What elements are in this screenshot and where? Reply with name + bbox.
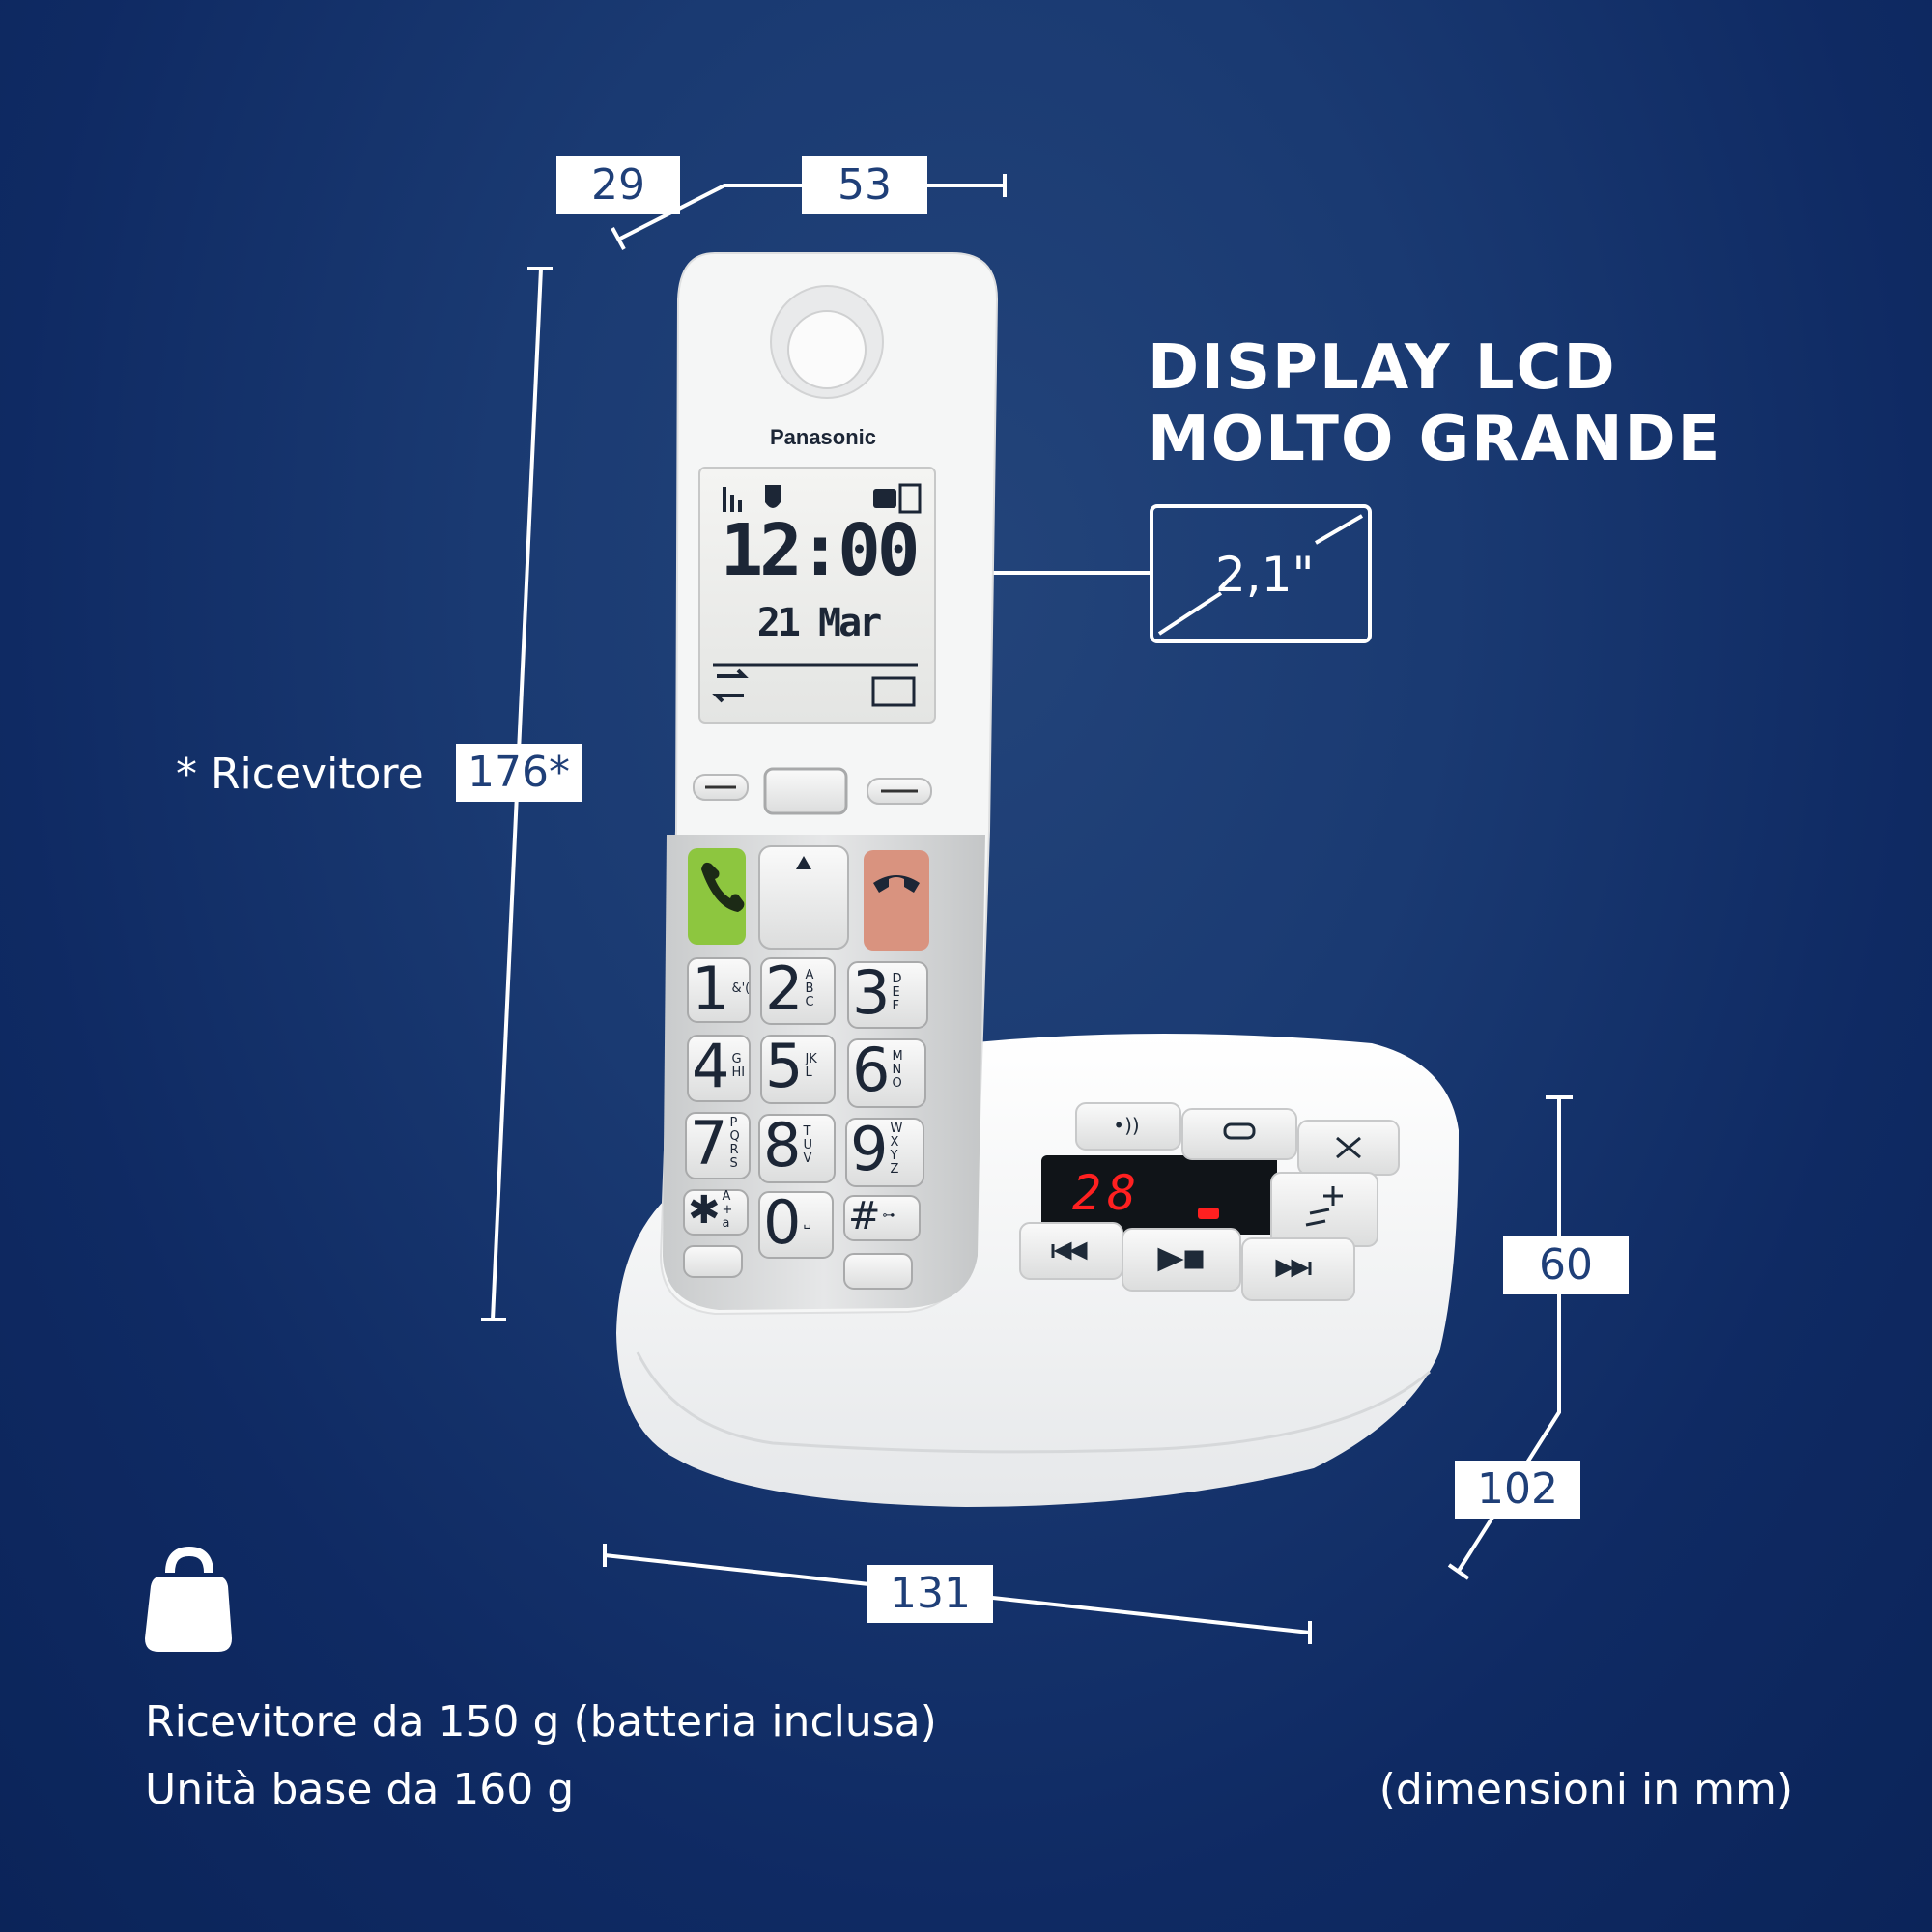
key-letters: WXYZ [890,1122,903,1177]
nav-key[interactable] [758,845,849,950]
screen-size-label: 2,1" [1215,547,1315,603]
key-12-label[interactable]: #⊶ [848,1194,896,1238]
base-led-dash [1198,1208,1219,1219]
key-digit: 1 [692,953,730,1024]
key-digit: ✱ [688,1188,721,1233]
weight-handset: Ricevitore da 150 g (batteria inclusa) [145,1697,937,1747]
screen-size-diagram [1150,504,1372,643]
key-letters: ␣ [803,1215,811,1230]
key-digit: 9 [850,1114,889,1184]
key-digit: 3 [852,957,891,1028]
key-letters: TUV [803,1124,812,1166]
phone-icon [701,862,745,912]
key-digit: 6 [852,1035,891,1105]
play-stop-icon [1157,1247,1204,1272]
dim-height-handset: 176* [456,744,582,802]
lcd-date: 21 Mar [756,601,883,645]
brand-logo: Panasonic [769,425,877,449]
key-letters: MNO [892,1049,903,1091]
key-letters: A+a [722,1189,733,1231]
headline: DISPLAY LCD MOLTO GRANDE [1148,332,1721,475]
off-key[interactable] [864,850,929,951]
key-digit: 2 [765,953,804,1024]
dim-width-handset: 53 [802,156,927,214]
key-digit: 7 [690,1108,728,1179]
key-letters: DEF [892,972,902,1013]
dim-base-depth: 102 [1455,1461,1580,1519]
answering-machine-icon [873,489,896,508]
key-digit: 4 [692,1031,730,1101]
keypad [683,957,928,1290]
key-10-label[interactable]: ✱A+a [688,1188,736,1233]
dim-base-height: 60 [1503,1236,1629,1294]
skip-icon [1275,1259,1312,1278]
lcd-time: 12:00 [720,509,921,592]
key-1-label[interactable]: 1&'( [692,953,751,1024]
key-digit: # [848,1194,881,1238]
key-letters: PQRS [729,1116,740,1171]
messages-icon [898,483,922,514]
key-letters: ⊶ [882,1208,895,1223]
key-letters: GHI [731,1052,746,1080]
menu-grid-icon [871,676,916,707]
key-digit: 5 [765,1031,804,1101]
hang-up-icon [873,875,920,893]
volume-icon [1305,1186,1343,1227]
erase-icon [1336,1136,1361,1159]
signal-icon [723,487,726,512]
handset-note: * Ricevitore [176,750,424,799]
answer-button[interactable] [1181,1108,1297,1160]
answer-icon [1223,1122,1256,1140]
key-letters: JKL [805,1052,817,1080]
battery-icon [765,485,781,508]
key-11-label[interactable]: 0␣ [763,1190,816,1256]
weight-base: Unità base da 160 g [145,1765,575,1814]
page-button[interactable] [1075,1102,1181,1151]
key-letters: ABC [805,968,814,1009]
headline-line2: MOLTO GRANDE [1148,404,1722,475]
center-soft-key[interactable] [763,767,848,815]
dim-depth-handset: 29 [556,156,680,214]
key-digit: 8 [763,1110,802,1180]
rewind-icon [1051,1241,1088,1261]
key-letters: &'( [731,981,751,996]
base-led-digits: 28 [1072,1165,1143,1221]
handset [659,252,999,1316]
transfer-icon [712,668,749,703]
page-icon: •)) [1113,1114,1139,1137]
key-digit: 0 [763,1187,802,1258]
dim-base-width: 131 [867,1565,993,1623]
headline-line1: DISPLAY LCD [1148,332,1617,404]
handset-lcd [698,467,936,724]
weight-info: Ricevitore da 150 g (batteria inclusa) U… [145,1689,937,1824]
unit-note: (dimensioni in mm) [1378,1765,1793,1814]
